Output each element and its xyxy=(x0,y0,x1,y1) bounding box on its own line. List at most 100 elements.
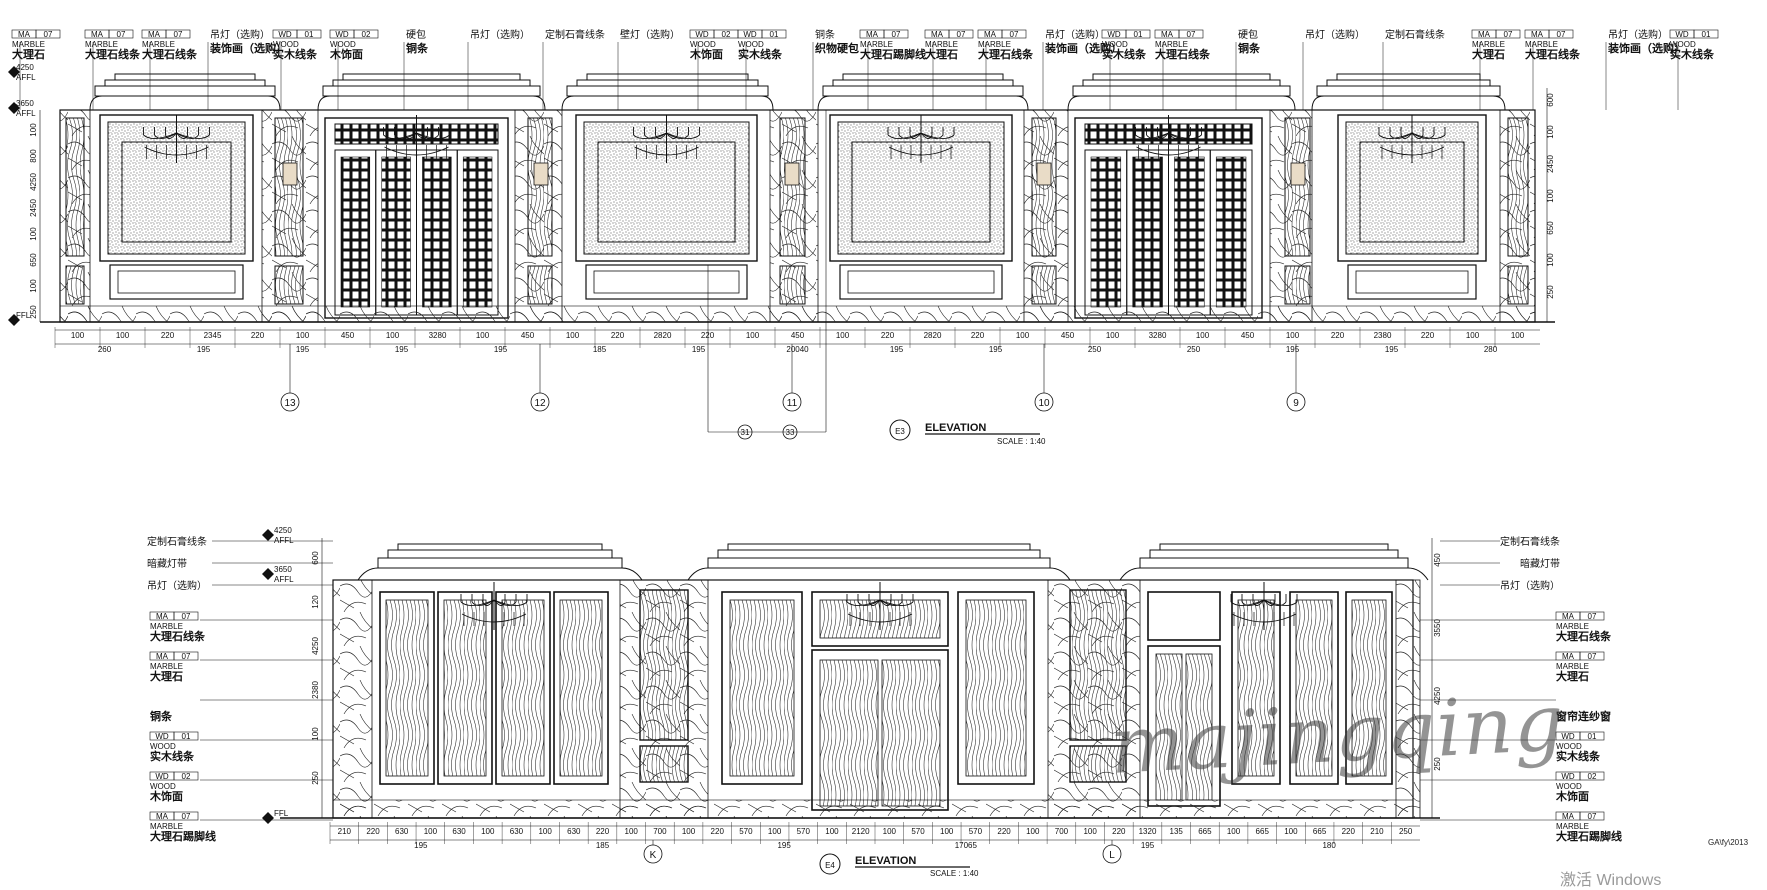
level-marker xyxy=(8,314,20,326)
dim-text-row1: 100 xyxy=(940,827,954,836)
tag-code-b: 07 xyxy=(1504,30,1513,39)
dado-frame xyxy=(585,264,748,300)
tag-chinese: 木饰面 xyxy=(329,47,363,61)
chandelier-arm xyxy=(633,132,667,139)
crown-moulding xyxy=(1119,543,1429,581)
dim-text-row1: 100 xyxy=(424,827,438,836)
dim-text-row1: 100 xyxy=(768,827,782,836)
chandelier-arm xyxy=(405,132,417,139)
tag-english: WOOD xyxy=(150,742,176,751)
tag-chinese: 大理石 xyxy=(1556,669,1589,683)
dim-text-row2: 195 xyxy=(395,345,409,354)
tag-code-a: WD xyxy=(155,772,169,781)
dim-text-row1: 220 xyxy=(881,331,895,340)
chandelier-arm xyxy=(1411,132,1424,139)
tag-code-b: 07 xyxy=(1588,612,1597,621)
skirting-band xyxy=(59,305,1536,323)
tag-code-b: 07 xyxy=(174,30,183,39)
tag-code-box-b xyxy=(883,29,909,39)
chandelier-ring xyxy=(1231,613,1297,623)
cornice-base xyxy=(377,557,623,569)
dim-text-row2: 250 xyxy=(1088,345,1102,354)
left-dimension: 4250 xyxy=(311,637,320,655)
chandelier-arm xyxy=(1263,599,1298,606)
dim-text-row1: 700 xyxy=(1055,827,1069,836)
dim-text-row1: 570 xyxy=(739,827,753,836)
tag-chinese: 大理石 xyxy=(12,47,45,61)
axis-label: K xyxy=(650,850,657,861)
dim-text-row1: 100 xyxy=(481,827,495,836)
tag-chinese: 大理石线条 xyxy=(1556,629,1612,643)
wood-panel-lower xyxy=(527,265,553,305)
dim-text-row1: 100 xyxy=(1466,331,1480,340)
dim-text-row1: 630 xyxy=(510,827,524,836)
marble-pilaster xyxy=(1395,579,1421,819)
tag-chinese: 实木线条 xyxy=(1556,749,1601,763)
dim-text-row1: 100 xyxy=(825,827,839,836)
chandelier-arm xyxy=(868,599,881,606)
left-note: 暗藏灯带 xyxy=(147,557,187,570)
tag-code-a: WD xyxy=(335,30,349,39)
axis-label: 12 xyxy=(534,398,546,409)
dado-inner xyxy=(593,270,740,294)
dim-text-row2: 17065 xyxy=(955,841,978,850)
wood-panel-upper xyxy=(65,117,85,257)
axis-label: 10 xyxy=(1038,398,1050,409)
left-dimension: 120 xyxy=(311,595,320,609)
tag-code-b: 01 xyxy=(1134,30,1143,39)
level-sub: AFFL xyxy=(274,575,294,584)
cornice-mid xyxy=(387,549,613,559)
chandelier-arm xyxy=(1168,132,1202,139)
note-line2: 装饰画（选购） xyxy=(1044,41,1122,55)
chandelier-arm xyxy=(493,599,506,606)
section-label: 33 xyxy=(786,428,795,437)
cornice-base xyxy=(822,85,1024,97)
dim-text-row2: 195 xyxy=(1385,345,1399,354)
wood-inlay xyxy=(965,599,1027,777)
tag-code-box-b xyxy=(173,771,199,781)
note-line1: 吊灯（选购） xyxy=(470,28,530,41)
tag-code-box-b xyxy=(296,29,322,39)
dim-text-row1: 220 xyxy=(1112,827,1126,836)
dim-text-row1: 665 xyxy=(1313,827,1327,836)
tag-code-box-b xyxy=(1579,731,1605,741)
dim-text-row1: 220 xyxy=(366,827,380,836)
dim-text-row2: 180 xyxy=(1322,841,1336,850)
dim-text-row1: 100 xyxy=(682,827,696,836)
tag-code-box-b xyxy=(1495,29,1521,39)
dim-text-row1: 220 xyxy=(1342,827,1356,836)
dim-text-row1: 220 xyxy=(1421,331,1435,340)
left-dimension: 2380 xyxy=(311,681,320,699)
dim-text-row2: 195 xyxy=(296,345,310,354)
cornice-mid xyxy=(104,79,266,87)
chandelier xyxy=(846,582,914,630)
tag-english: MARBLE xyxy=(1525,40,1558,49)
tag-code-b: 07 xyxy=(44,30,53,39)
dim-text-row1: 1320 xyxy=(1139,827,1157,836)
chandelier-arm xyxy=(1241,599,1265,606)
dim-text-row1: 250 xyxy=(1399,827,1413,836)
dim-text-row1: 100 xyxy=(476,331,490,340)
dim-text-row1: 2345 xyxy=(204,331,222,340)
wood-inlay xyxy=(1295,599,1333,777)
tag-chinese: 实木线条 xyxy=(738,47,783,61)
dado-inner xyxy=(847,270,995,294)
tag-code-b: 07 xyxy=(182,612,191,621)
tag-code-box-b xyxy=(761,29,787,39)
chandelier-arm xyxy=(1411,132,1446,139)
dim-text-row1: 570 xyxy=(969,827,983,836)
dim-text-row1: 630 xyxy=(567,827,581,836)
fabric-panel xyxy=(575,114,758,300)
chandelier-arm xyxy=(898,132,922,139)
tag-code-box-b xyxy=(1693,29,1719,39)
cornice-base xyxy=(1139,557,1409,569)
material-tag: 铜条 xyxy=(149,709,173,723)
tag-code-box-b xyxy=(1001,29,1027,39)
